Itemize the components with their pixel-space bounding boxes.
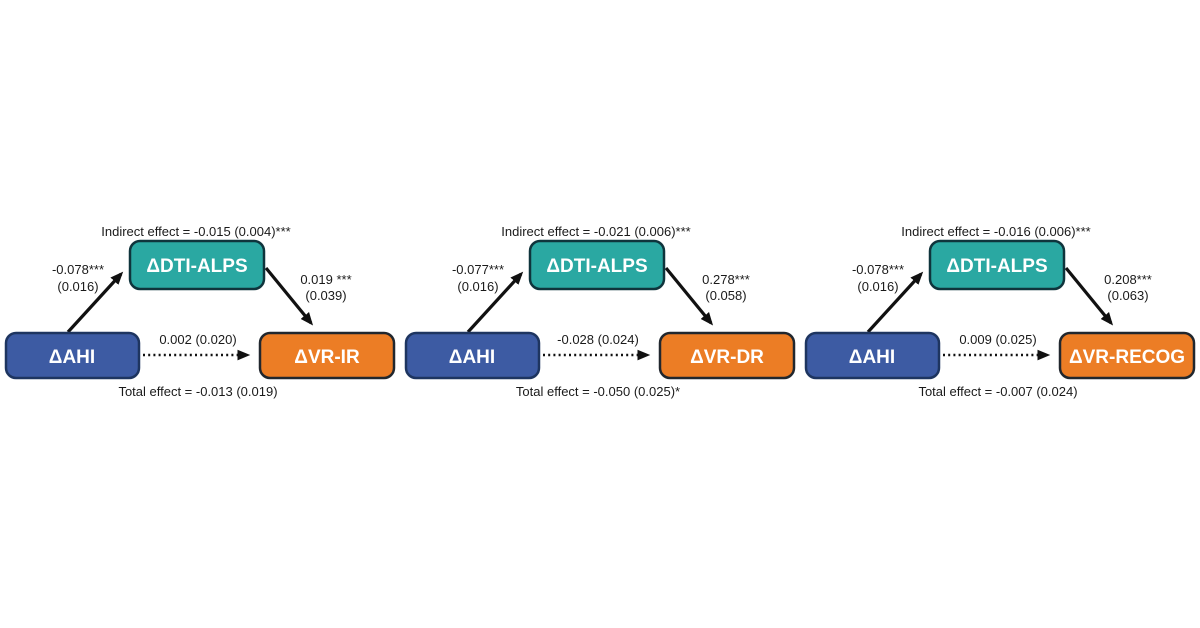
path-a-coefficient: -0.077*** (452, 262, 504, 277)
path-a-coefficient: -0.078*** (852, 262, 904, 277)
predictor-box (404, 331, 541, 380)
path-a-arrow (466, 271, 524, 334)
outcome-box (258, 331, 396, 380)
outcome-label: ΔVR-IR (294, 347, 360, 368)
predictor-label: ΔAHI (449, 347, 495, 368)
outcome-box (1058, 331, 1196, 380)
mediator-box (128, 239, 266, 291)
path-a-arrow (866, 271, 924, 334)
total-effect-label: Total effect = -0.013 (0.019) (118, 384, 277, 399)
direct-effect-label: 0.009 (0.025) (959, 332, 1036, 347)
predictor-label: ΔAHI (49, 347, 95, 368)
mediator-box (528, 239, 666, 291)
predictor-label: ΔAHI (849, 347, 895, 368)
mediation-panel-vr-dr: Indirect effect = -0.021 (0.006)*** ΔDTI… (404, 224, 796, 399)
indirect-effect-label: Indirect effect = -0.016 (0.006)*** (901, 224, 1090, 239)
path-a-coefficient: -0.078*** (52, 262, 104, 277)
path-a-arrow (66, 271, 124, 334)
path-b-coefficient: 0.278*** (702, 272, 750, 287)
outcome-label: ΔVR-DR (690, 347, 764, 368)
mediator-box (928, 239, 1066, 291)
path-a-se: (0.016) (857, 279, 898, 294)
indirect-effect-label: Indirect effect = -0.021 (0.006)*** (501, 224, 690, 239)
outcome-box (658, 331, 796, 380)
mediator-label: ΔDTI-ALPS (546, 256, 647, 277)
mediation-panel-vr-recog: Indirect effect = -0.016 (0.006)*** ΔDTI… (804, 224, 1196, 399)
mediator-label: ΔDTI-ALPS (946, 256, 1047, 277)
path-b-arrow (664, 266, 714, 326)
mediator-label: ΔDTI-ALPS (146, 256, 247, 277)
direct-effect-label: -0.028 (0.024) (557, 332, 639, 347)
path-b-se: (0.058) (705, 288, 746, 303)
path-b-se: (0.039) (305, 288, 346, 303)
path-b-arrow (1064, 266, 1114, 326)
diagram-row: Indirect effect = -0.015 (0.004)*** ΔDTI… (0, 213, 1200, 413)
path-a-se: (0.016) (57, 279, 98, 294)
outcome-label: ΔVR-RECOG (1069, 347, 1185, 368)
path-b-coefficient: 0.019 *** (300, 272, 351, 287)
path-b-arrow (264, 266, 314, 326)
path-a-se: (0.016) (457, 279, 498, 294)
predictor-box (804, 331, 941, 380)
direct-effect-label: 0.002 (0.020) (159, 332, 236, 347)
path-b-se: (0.063) (1107, 288, 1148, 303)
mediation-panel-vr-ir: Indirect effect = -0.015 (0.004)*** ΔDTI… (4, 224, 396, 399)
indirect-effect-label: Indirect effect = -0.015 (0.004)*** (101, 224, 290, 239)
total-effect-label: Total effect = -0.007 (0.024) (918, 384, 1077, 399)
path-b-coefficient: 0.208*** (1104, 272, 1152, 287)
total-effect-label: Total effect = -0.050 (0.025)* (516, 384, 680, 399)
predictor-box (4, 331, 141, 380)
